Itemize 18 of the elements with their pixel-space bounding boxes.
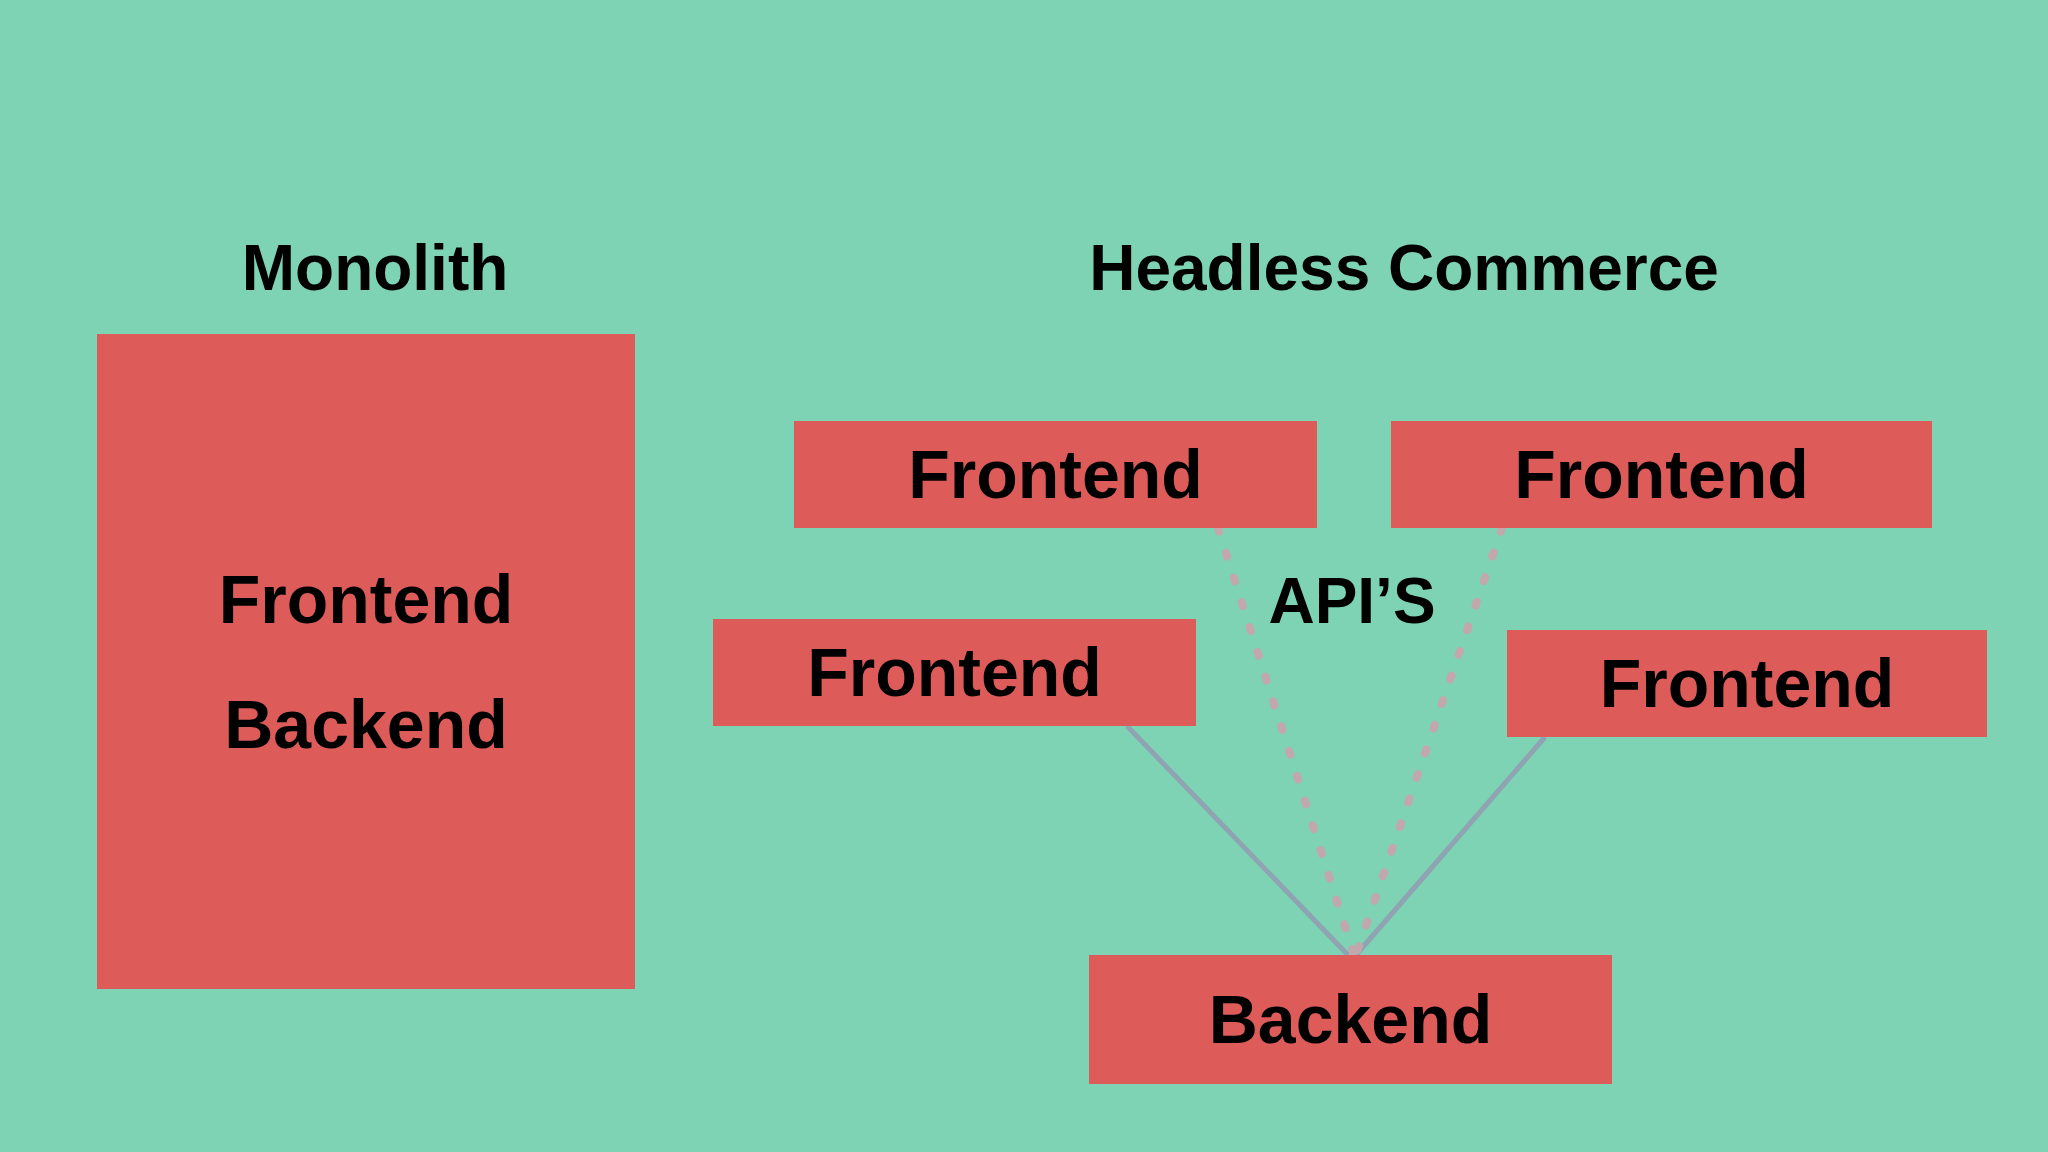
- box-label: Frontend: [807, 633, 1102, 712]
- column-heading: Monolith: [241, 231, 509, 305]
- component-box: [794, 421, 1317, 528]
- connector-label: API’S: [1268, 564, 1436, 638]
- box-label: Backend: [224, 684, 508, 763]
- box-label: Backend: [1208, 980, 1493, 1059]
- box-label: Frontend: [1599, 644, 1895, 723]
- component-box: [713, 619, 1196, 726]
- connector-line: [1125, 724, 1350, 957]
- box-label: Frontend: [218, 560, 514, 639]
- box-label: Frontend: [1514, 435, 1809, 514]
- component-box: [1507, 630, 1987, 737]
- component-box: [1089, 955, 1612, 1084]
- box-label: Frontend: [908, 435, 1203, 514]
- component-box: [97, 334, 635, 989]
- component-box: [1391, 421, 1932, 528]
- column-heading: Headless Commerce: [1089, 231, 1719, 305]
- connector-line: [1354, 735, 1547, 957]
